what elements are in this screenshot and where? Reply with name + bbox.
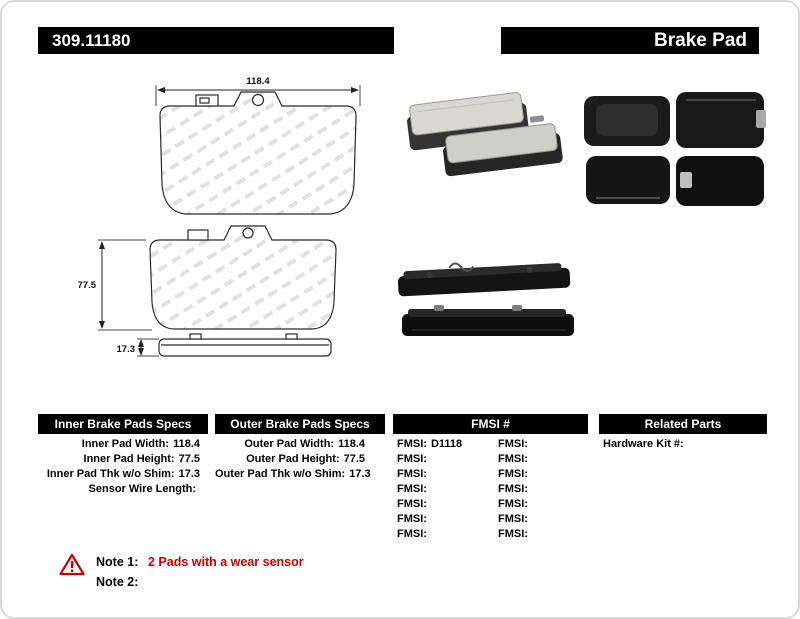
fmsi-label: FMSI: xyxy=(498,498,528,510)
fmsi-row: FMSI: xyxy=(397,467,493,482)
dimension-width-label: 118.4 xyxy=(246,76,270,87)
fmsi-label: FMSI: xyxy=(498,453,528,465)
pad-drawing-front-view xyxy=(149,225,337,330)
dimension-height: 77.5 xyxy=(78,239,152,331)
fmsi-row: FMSI: xyxy=(498,452,594,467)
fmsi-label: FMSI: xyxy=(498,468,528,480)
fmsi-row: FMSI: xyxy=(397,527,493,542)
fmsi-label: FMSI: xyxy=(498,483,528,495)
product-photo-ceramic-pads xyxy=(407,92,563,177)
fmsi-label: FMSI: xyxy=(397,498,427,510)
outer-specs-column: Outer Pad Width:118.4 Outer Pad Height:7… xyxy=(215,437,371,482)
note1-label: Note 1: xyxy=(96,555,139,569)
warning-icon xyxy=(59,553,85,576)
fmsi-label: FMSI: xyxy=(397,513,427,525)
dimension-thickness: 17.3 xyxy=(117,338,159,357)
spec-label: Inner Pad Width: xyxy=(81,438,170,450)
fmsi-row: FMSI: xyxy=(397,512,493,527)
outer-specs-header: Outer Brake Pads Specs xyxy=(215,414,385,434)
pad-drawing-side-view xyxy=(158,333,332,357)
spec-value: 77.5 xyxy=(178,453,200,465)
spec-value: 118.4 xyxy=(338,438,365,450)
fmsi-label: FMSI: xyxy=(397,468,427,480)
product-photo-backing-plates xyxy=(584,92,766,206)
spec-row: Inner Pad Thk w/o Shim:17.3 xyxy=(38,467,200,482)
related-parts-column: Hardware Kit #: xyxy=(603,437,763,452)
spec-value: 77.5 xyxy=(343,453,365,465)
product-photos xyxy=(397,92,766,336)
spec-label: Inner Pad Thk w/o Shim: xyxy=(46,468,175,480)
fmsi-label: FMSI: xyxy=(397,438,427,450)
page-title: Brake Pad xyxy=(501,27,759,54)
inner-specs-column: Inner Pad Width:118.4 Inner Pad Height:7… xyxy=(38,437,200,497)
spec-row: Outer Pad Thk w/o Shim:17.3 xyxy=(215,467,371,482)
note1-text: 2 Pads with a wear sensor xyxy=(148,555,304,569)
product-photo-pads-edge-view xyxy=(397,262,574,336)
fmsi-header: FMSI # xyxy=(393,414,588,434)
technical-drawings: 118.4 77.5 17.3 xyxy=(78,76,361,357)
fmsi-column-2: FMSI: FMSI: FMSI: FMSI: FMSI: FMSI: FMSI… xyxy=(498,437,594,542)
spec-value: 17.3 xyxy=(349,468,371,480)
fmsi-row: FMSI: xyxy=(397,482,493,497)
fmsi-row: FMSI: xyxy=(498,497,594,512)
spec-label: Outer Pad Thk w/o Shim: xyxy=(215,468,346,480)
spec-row: Inner Pad Height:77.5 xyxy=(38,452,200,467)
fmsi-label: FMSI: xyxy=(498,528,528,540)
note2-label: Note 2: xyxy=(96,575,139,589)
spec-label: Sensor Wire Length: xyxy=(88,483,196,495)
fmsi-label: FMSI: xyxy=(498,513,528,525)
spec-row: Outer Pad Width:118.4 xyxy=(215,437,365,452)
spec-value: 17.3 xyxy=(178,468,200,480)
fmsi-label: FMSI: xyxy=(397,528,427,540)
fmsi-row: FMSI: xyxy=(498,467,594,482)
spec-label: Outer Pad Height: xyxy=(246,453,340,465)
related-row: Hardware Kit #: xyxy=(603,437,763,452)
part-number: 309.11180 xyxy=(38,27,394,54)
fmsi-label: FMSI: xyxy=(397,483,427,495)
fmsi-label: FMSI: xyxy=(498,438,528,450)
fmsi-column-1: FMSI:D1118 FMSI: FMSI: FMSI: FMSI: FMSI:… xyxy=(397,437,493,542)
inner-specs-header: Inner Brake Pads Specs xyxy=(38,414,208,434)
spec-label: Inner Pad Height: xyxy=(83,453,175,465)
pad-drawing-top-view xyxy=(159,91,357,215)
fmsi-row: FMSI: xyxy=(498,527,594,542)
fmsi-row: FMSI: xyxy=(397,497,493,512)
spec-row: Inner Pad Width:118.4 xyxy=(38,437,200,452)
related-parts-header: Related Parts xyxy=(599,414,767,434)
fmsi-row: FMSI: xyxy=(498,482,594,497)
fmsi-row: FMSI: xyxy=(397,452,493,467)
related-label: Hardware Kit #: xyxy=(603,438,684,450)
fmsi-label: FMSI: xyxy=(397,453,427,465)
fmsi-row: FMSI: xyxy=(498,512,594,527)
spec-row: Outer Pad Height:77.5 xyxy=(215,452,365,467)
dimension-thickness-label: 17.3 xyxy=(117,344,136,355)
spec-row: Sensor Wire Length: xyxy=(38,482,200,497)
fmsi-row: FMSI: xyxy=(498,437,594,452)
fmsi-row: FMSI:D1118 xyxy=(397,437,493,452)
dimension-height-label: 77.5 xyxy=(78,280,97,291)
dimension-width: 118.4 xyxy=(155,76,361,106)
spec-label: Outer Pad Width: xyxy=(244,438,335,450)
spec-value: 118.4 xyxy=(173,438,200,450)
fmsi-value: D1118 xyxy=(430,438,463,450)
